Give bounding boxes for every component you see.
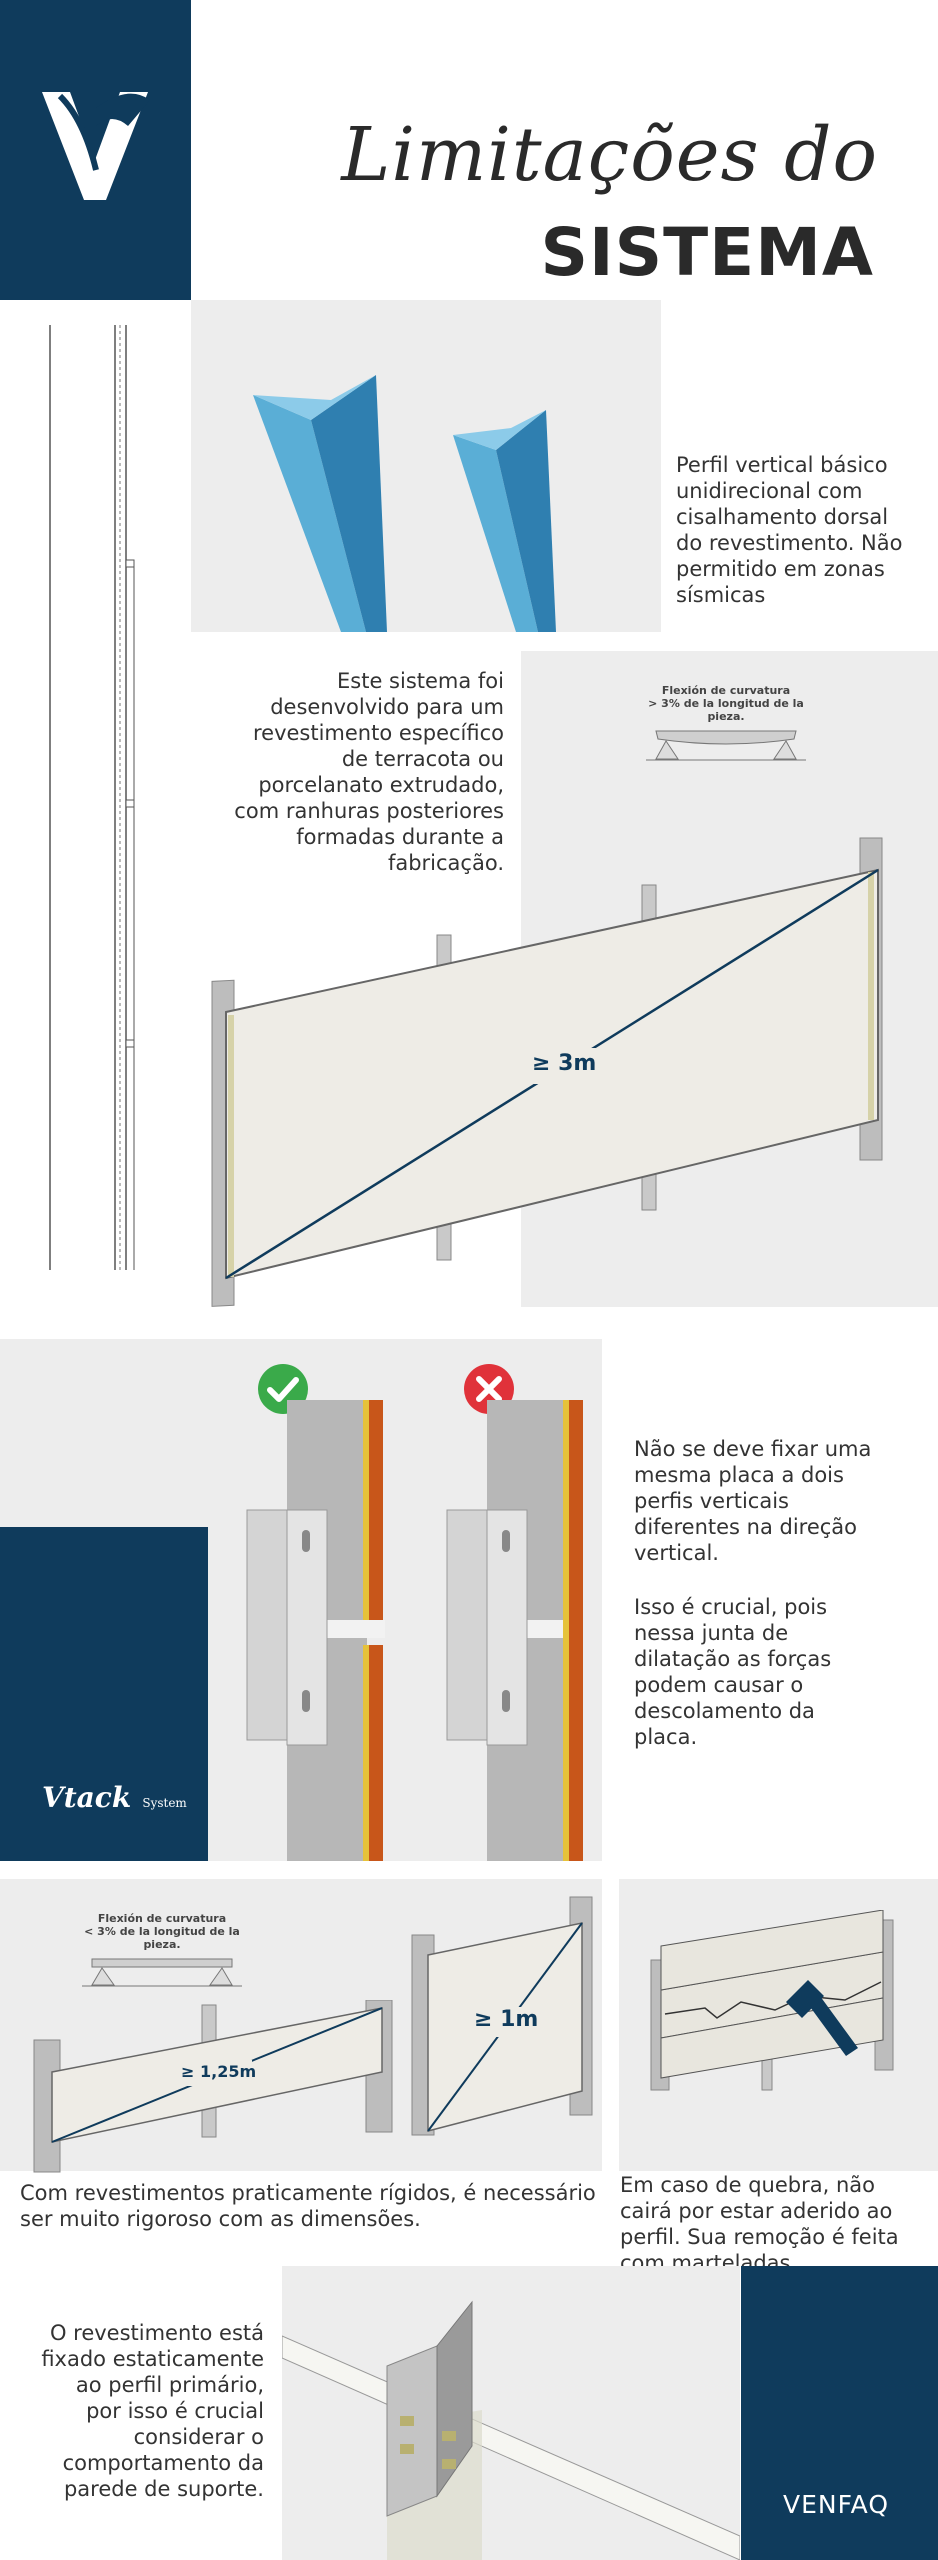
title-bold: SISTEMA <box>540 214 874 291</box>
profile-side-drawing <box>49 325 135 1270</box>
bending-beam-icon <box>646 730 806 761</box>
static-description: O revestimento está fixado estaticamente… <box>41 2321 264 2501</box>
square-panel-drawing <box>411 1896 593 2136</box>
vtack-sub: System <box>142 1796 187 1810</box>
angle-profiles-icon <box>253 375 556 632</box>
large-panel-drawing <box>211 837 883 1307</box>
bracket-correct-drawing <box>246 1400 385 1861</box>
wide-panel-drawing <box>33 2000 393 2173</box>
flexion-bottom-subtitle: < 3% de la longitud de la pieza. <box>84 1925 240 1951</box>
logo-icon <box>42 92 150 200</box>
flexion-top-diagram: Flexión de curvatura > 3% de la longitud… <box>636 684 816 761</box>
vtack-brand: Vtack <box>42 1781 132 1814</box>
diagonal-1m-label: ≥ 1m <box>474 2007 539 2032</box>
fixing-detail-drawing <box>282 2300 740 2560</box>
profile-description: Perfil vertical básico unidirecional com… <box>676 453 903 607</box>
logo-block <box>0 0 191 300</box>
vtack-block: Vtack System <box>0 1527 208 1861</box>
profiles-image <box>191 300 661 632</box>
bracket-wrong-drawing <box>446 1400 583 1861</box>
footer-brand: VENFAQ <box>783 2490 890 2519</box>
diagonal-125m-label: ≥ 1,25m <box>181 2062 257 2081</box>
footer-brand-block: VENFAQ <box>741 2266 938 2560</box>
flexion-bottom-title: Flexión de curvatura <box>97 1912 227 1925</box>
diagonal-3m-label: ≥ 3m <box>532 1051 597 1076</box>
flexion-bottom-diagram: Flexión de curvatura < 3% de la longitud… <box>72 1912 252 1987</box>
straight-beam-icon <box>82 1958 242 1987</box>
flexion-top-subtitle: > 3% de la longitud de la pieza. <box>648 697 804 723</box>
system-description: Este sistema foi desenvolvido para um re… <box>234 669 504 875</box>
fix-description-1: Não se deve fixar uma mesma placa a dois… <box>634 1437 872 1565</box>
hammer-icon <box>786 1980 858 2056</box>
fixing-detail-panel <box>282 2266 740 2560</box>
title-script: Limitações do <box>341 112 878 198</box>
fix-description-2: Isso é crucial, pois nessa junta de dila… <box>634 1595 832 1749</box>
rigid-description: Com revestimentos praticamente rígidos, … <box>20 2181 596 2231</box>
breakage-description: Em caso de quebra, não cairá por estar a… <box>620 2173 899 2275</box>
flexion-top-title: Flexión de curvatura <box>661 684 791 697</box>
